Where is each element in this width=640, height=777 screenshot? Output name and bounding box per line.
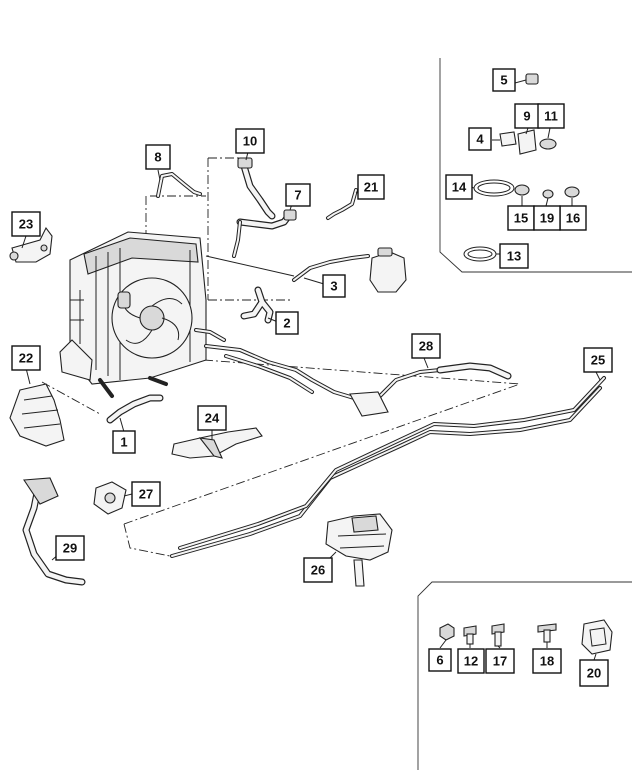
inset-frame-fasteners [417, 581, 632, 770]
callout-7: 7 [285, 183, 311, 207]
callout-14: 14 [445, 174, 473, 200]
clip-20 [581, 619, 613, 655]
callout-17: 17 [485, 648, 515, 674]
svg-text:23: 23 [19, 217, 33, 232]
callout-3: 3 [322, 274, 346, 298]
inset-frame-clamps [439, 58, 632, 273]
part-21-hose [326, 188, 358, 220]
part-25-tube [170, 376, 606, 558]
callout-25: 25 [583, 347, 613, 373]
svg-text:16: 16 [566, 211, 580, 226]
svg-text:24: 24 [205, 411, 220, 426]
fastener-12 [463, 625, 477, 645]
svg-text:10: 10 [243, 134, 257, 149]
callout-9: 9 [514, 103, 540, 129]
svg-text:19: 19 [540, 211, 554, 226]
svg-text:11: 11 [544, 109, 558, 124]
part-22-shield [9, 383, 65, 447]
svg-text:13: 13 [507, 249, 521, 264]
svg-text:15: 15 [514, 211, 528, 226]
clamp-19 [542, 189, 554, 199]
callout-16: 16 [559, 205, 587, 231]
fastener-18 [537, 623, 557, 643]
part-3-line [205, 254, 370, 282]
callout-10: 10 [235, 128, 265, 154]
radiator-fan-module [59, 231, 226, 398]
callout-21: 21 [357, 174, 385, 200]
clamp-16 [564, 186, 580, 198]
svg-text:17: 17 [493, 654, 507, 669]
part-28-hose-assembly [204, 344, 512, 417]
clamp-11 [539, 138, 557, 150]
callout-15: 15 [507, 205, 535, 231]
svg-text:8: 8 [154, 150, 161, 165]
callout-11: 11 [537, 103, 565, 129]
svg-text:26: 26 [311, 563, 325, 578]
svg-text:6: 6 [436, 653, 443, 668]
callout-22: 22 [11, 345, 41, 371]
svg-text:22: 22 [19, 351, 33, 366]
callout-6: 6 [428, 648, 452, 672]
callout-23: 23 [11, 211, 41, 237]
svg-text:1: 1 [120, 435, 127, 450]
svg-text:4: 4 [476, 132, 484, 147]
part-23-bracket [9, 226, 53, 263]
svg-text:9: 9 [523, 109, 530, 124]
svg-text:28: 28 [419, 339, 433, 354]
coolant-reservoir [369, 247, 407, 293]
callout-27: 27 [131, 481, 161, 507]
svg-text:29: 29 [63, 541, 77, 556]
part-24-bracket [171, 427, 263, 459]
callout-4: 4 [468, 127, 492, 151]
svg-text:21: 21 [364, 180, 378, 195]
part-8-hose [156, 172, 202, 198]
clamp-13 [463, 246, 497, 262]
clamp-4 [499, 131, 517, 147]
callout-12: 12 [457, 648, 485, 674]
svg-text:27: 27 [139, 487, 153, 502]
part-7-hose [232, 209, 297, 258]
clamp-15 [514, 184, 530, 196]
clamp-5 [525, 73, 539, 85]
svg-text:20: 20 [587, 666, 601, 681]
part-29-hose [22, 477, 86, 586]
fastener-6 [439, 623, 455, 641]
clamp-14 [473, 179, 515, 197]
svg-text:25: 25 [591, 353, 605, 368]
svg-text:14: 14 [452, 180, 467, 195]
part-2-hose [240, 286, 274, 324]
callout-5: 5 [492, 68, 516, 92]
part-27-valve [93, 481, 127, 515]
callout-24: 24 [197, 405, 227, 431]
callout-2: 2 [275, 311, 299, 335]
clamp-9 [517, 129, 537, 155]
part-1-hose [106, 394, 164, 424]
svg-text:7: 7 [294, 188, 301, 203]
callout-1: 1 [112, 430, 136, 454]
callout-26: 26 [303, 557, 333, 583]
svg-text:3: 3 [330, 279, 337, 294]
part-10-hose [237, 157, 276, 220]
callout-29: 29 [55, 535, 85, 561]
part-26-pump [325, 513, 393, 587]
callout-28: 28 [411, 333, 441, 359]
svg-text:5: 5 [500, 73, 507, 88]
svg-text:12: 12 [464, 654, 478, 669]
svg-text:18: 18 [540, 654, 554, 669]
callout-20: 20 [579, 659, 609, 687]
fastener-17 [491, 623, 505, 647]
svg-text:2: 2 [283, 316, 290, 331]
callout-13: 13 [499, 243, 529, 269]
callout-19: 19 [533, 205, 561, 231]
callout-8: 8 [145, 144, 171, 170]
callout-18: 18 [532, 648, 562, 674]
